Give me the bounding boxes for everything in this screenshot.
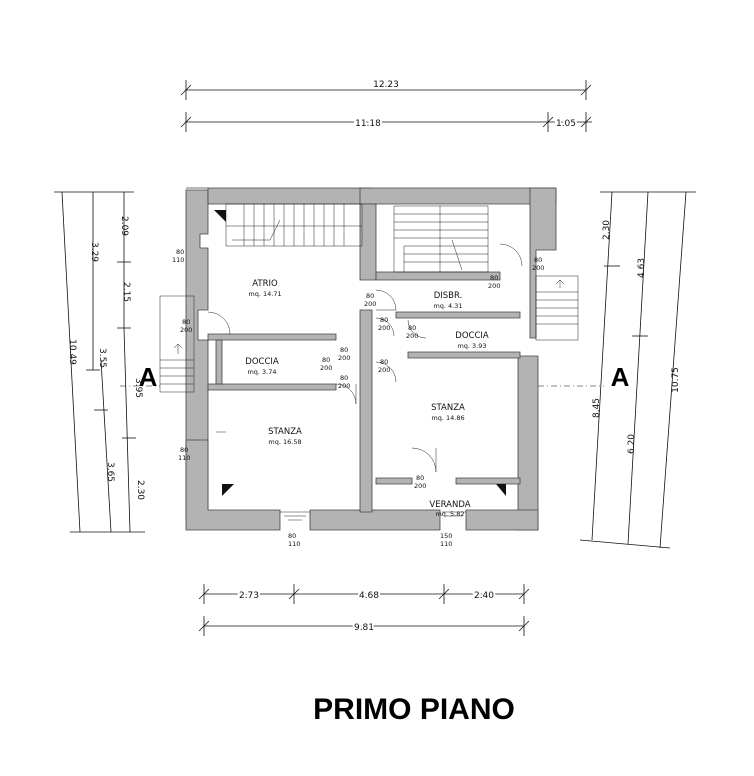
room-doccia-right-name: DOCCIA [455,331,489,341]
door-label-h: 200 [338,382,350,390]
dim-right-2-30: 2.30 [602,220,612,240]
door-label-h: 200 [180,326,192,334]
room-stanza-left-area: mq. 16.58 [268,438,301,446]
door-label-h: 200 [338,354,350,362]
room-stanza-right-area: mq. 14.86 [431,414,464,422]
door-label-h: 200 [406,332,418,340]
room-doccia-right-area: mq. 3.93 [457,342,486,350]
dim-left-2-30: 2.30 [135,480,145,500]
dim-bottom-a: 2.73 [239,591,259,601]
section-marker-right: A [611,362,630,392]
door-label-h: 200 [488,282,500,290]
door-label-w: 80 [322,356,330,364]
door-label-h: 200 [378,324,390,332]
dim-left-3-29: 3.29 [89,242,99,262]
door-swings [207,243,523,521]
door-label-w: 80 [408,324,416,332]
door-label-w: 80 [380,316,388,324]
dim-right-4-63: 4.63 [637,258,647,278]
room-veranda-name: VERANDA [429,500,470,510]
room-doccia-left: DOCCIA mq. 3.74 [245,357,279,376]
room-doccia-right: DOCCIA mq. 3.93 [455,331,489,350]
dim-top-total: 12.23 [373,80,399,90]
room-stanza-right-name: STANZA [431,403,465,413]
dim-left-2-09: 2.09 [119,216,129,236]
room-stanza-left-name: STANZA [268,427,302,437]
dim-right-6-20: 6.20 [627,434,637,454]
window-label-h: 110 [288,540,300,548]
stairs-atrio [214,203,363,247]
room-disbr-name: DISBR. [434,291,463,301]
dim-left-3-55: 3.55 [97,348,107,368]
section-line: A A [120,362,630,392]
room-disbr-area: mq. 4.31 [433,302,462,310]
room-atrio-name: ATRIO [252,279,278,289]
dim-right-10-75: 10.75 [671,367,681,393]
room-stanza-right: STANZA mq. 14.86 [431,403,465,422]
dim-top-extra: 1.05 [556,119,576,129]
dim-top-main: 11.18 [355,119,381,129]
dim-left-2-15: 2.15 [121,282,131,302]
room-veranda: VERANDA mq. 5.82 [429,500,470,518]
window-label-w: 150 [440,532,452,540]
room-doccia-left-name: DOCCIA [245,357,279,367]
dim-left-3-65: 3.65 [105,462,115,482]
door-label-w: 80 [534,256,542,264]
door-label-h: 200 [364,300,376,308]
door-label-w: 80 [340,346,348,354]
window-label-h: 110 [178,454,190,462]
section-marker-left: A [139,362,158,392]
stairs-disbr [393,205,489,273]
door-label-w: 80 [182,318,190,326]
opening-labels: 80 110 80 200 80 200 80 200 80 200 80 20… [172,248,544,548]
door-label-w: 80 [380,358,388,366]
dim-bottom-total: 9.81 [354,623,374,633]
room-stanza-left: STANZA mq. 16.58 [268,427,302,446]
bottom-dimensions: 2.73 4.68 2.40 9.81 [198,584,530,636]
door-label-h: 200 [414,482,426,490]
top-dimensions: 12.23 11.18 1.05 [180,80,592,132]
door-label-h: 200 [378,366,390,374]
door-label-w: 80 [416,474,424,482]
plan-title: PRIMO PIANO [313,693,515,726]
room-doccia-left-area: mq. 3.74 [247,368,276,376]
dim-left-3-95: 3.95 [133,378,143,398]
room-veranda-area: mq. 5.82 [435,510,464,518]
stairs-external-left [159,295,195,393]
dim-bottom-b: 4.68 [359,591,379,601]
door-label-w: 80 [340,374,348,382]
window-label-w: 80 [288,532,296,540]
left-dimensions: 10.49 3.29 3.55 3.95 3.65 2.09 2.15 2.30 [54,191,145,533]
window-label-w: 80 [176,248,184,256]
window-label-h: 110 [172,256,184,264]
walls [185,187,557,531]
door-label-w: 80 [366,292,374,300]
stairs-external-right [535,275,579,341]
door-label-h: 200 [532,264,544,272]
room-atrio-area: mq. 14.71 [248,290,281,298]
door-label-w: 80 [490,274,498,282]
door-label-h: 200 [320,364,332,372]
dim-right-8-45: 8.45 [592,398,602,418]
dim-left-10-49: 10.49 [67,339,77,365]
window-label-w: 80 [180,446,188,454]
room-disbr: DISBR. mq. 4.31 [433,291,462,310]
window-label-h: 110 [440,540,452,548]
dim-bottom-c: 2.40 [474,591,494,601]
room-atrio: ATRIO mq. 14.71 [248,279,281,298]
right-dimensions: 2.30 4.63 8.45 6.20 10.75 [579,191,696,549]
